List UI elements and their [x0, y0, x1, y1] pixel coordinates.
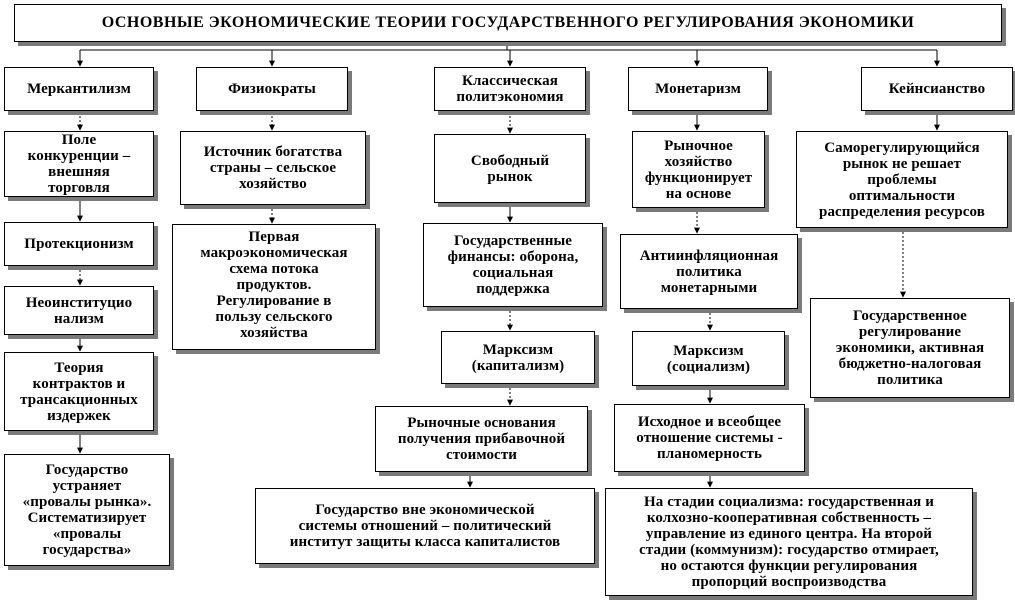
classical-item-3-text: Марксизм (капитализм) — [471, 341, 565, 374]
classical-item-2-text: Государственные финансы: оборона, социал… — [447, 233, 579, 297]
header-classical-text: Классическая политэкономия — [456, 73, 564, 105]
classical-item-3: Марксизм (капитализм) — [441, 331, 595, 384]
classical-item-1: Свободный рынок — [434, 134, 586, 203]
monetarism-item-3-text: Марксизм (социализм) — [666, 342, 751, 375]
classical-item-4: Рыночные основания получения прибавочной… — [375, 406, 588, 472]
physiocrats-item-1: Источник богатства страны – сельское хоз… — [180, 131, 366, 205]
monetarism-item-2-text: Антиинфляционная политика монетарными — [639, 247, 779, 296]
monetarism-item-4: Исходное и всеобщее отношение системы - … — [614, 404, 805, 472]
mercantilism-item-2-text: Протекционизм — [24, 236, 134, 252]
monetarism-item-1: Рыночное хозяйство функционирует на осно… — [632, 131, 765, 208]
physiocrats-item-2: Первая макроэкономическая схема потока п… — [172, 224, 376, 350]
header-keynesianism: Кейнсианство — [861, 67, 1013, 111]
header-mercantilism-text: Меркантилизм — [27, 81, 131, 97]
diagram-title: ОСНОВНЫЕ ЭКОНОМИЧЕСКИЕ ТЕОРИИ ГОСУДАРСТВ… — [14, 4, 1002, 42]
mercantilism-item-1: Поле конкуренции – внешняя торговля — [4, 131, 154, 197]
header-classical: Классическая политэкономия — [434, 67, 586, 111]
monetarism-item-4-text: Исходное и всеобщее отношение системы - … — [636, 414, 783, 462]
mercantilism-item-3: Неоинституцио нализм — [4, 286, 154, 335]
mercantilism-item-5: Государство устраняет «провалы рынка». С… — [4, 454, 170, 566]
monetarism-item-3: Марксизм (социализм) — [632, 331, 785, 386]
keynesianism-item-2-text: Государственное регулирование экономики,… — [835, 308, 985, 388]
keynesianism-item-1: Саморегулирующийся рынок не решает пробл… — [796, 131, 1008, 228]
header-mercantilism: Меркантилизм — [4, 67, 154, 111]
classical-item-5: Государство вне экономической системы от… — [255, 488, 595, 564]
mercantilism-item-5-text: Государство устраняет «провалы рынка». С… — [22, 462, 152, 558]
diagram-title-text: ОСНОВНЫЕ ЭКОНОМИЧЕСКИЕ ТЕОРИИ ГОСУДАРСТВ… — [101, 14, 915, 31]
mercantilism-item-2: Протекционизм — [4, 222, 154, 266]
physiocrats-item-1-text: Источник богатства страны – сельское хоз… — [203, 144, 343, 192]
header-physiocrats-text: Физиократы — [228, 81, 316, 97]
header-monetarism: Монетаризм — [628, 67, 768, 111]
mercantilism-item-4: Теория контрактов и трансакционных издер… — [4, 352, 154, 431]
monetarism-item-1-text: Рыночное хозяйство функционирует на осно… — [644, 137, 753, 202]
keynesianism-item-1-text: Саморегулирующийся рынок не решает пробл… — [819, 139, 985, 220]
monetarism-item-2: Антиинфляционная политика монетарными — [620, 234, 798, 309]
classical-item-1-text: Свободный рынок — [470, 152, 550, 185]
header-monetarism-text: Монетаризм — [655, 81, 741, 97]
classical-item-5-text: Государство вне экономической системы от… — [289, 502, 561, 550]
monetarism-item-5-text: На стадии социализма: государственная и … — [639, 494, 939, 590]
physiocrats-item-2-text: Первая макроэкономическая схема потока п… — [200, 229, 348, 341]
header-keynesianism-text: Кейнсианство — [888, 81, 986, 97]
mercantilism-item-4-text: Теория контрактов и трансакционных издер… — [20, 359, 138, 424]
keynesianism-item-2: Государственное регулирование экономики,… — [810, 298, 1010, 398]
classical-item-2: Государственные финансы: оборона, социал… — [423, 223, 603, 307]
mercantilism-item-1-text: Поле конкуренции – внешняя торговля — [27, 132, 131, 196]
header-physiocrats: Физиократы — [196, 67, 348, 111]
monetarism-item-5: На стадии социализма: государственная и … — [605, 488, 973, 596]
classical-item-4-text: Рыночные основания получения прибавочной… — [397, 415, 566, 463]
mercantilism-item-3-text: Неоинституцио нализм — [25, 294, 133, 327]
